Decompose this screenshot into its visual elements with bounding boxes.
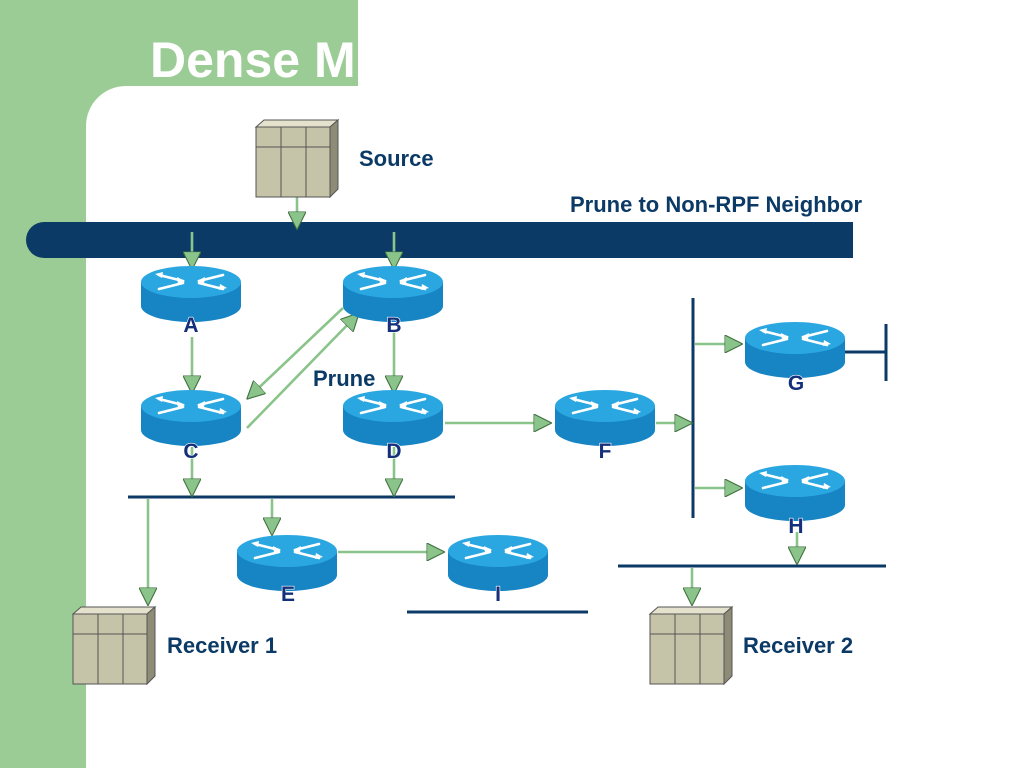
router-icon	[341, 388, 445, 448]
receiver2-server-icon	[649, 606, 733, 685]
router-icon	[553, 388, 657, 448]
router-label-b: B	[386, 314, 401, 337]
router-icon	[139, 388, 243, 448]
prune-note-label: Prune to Non-RPF Neighbor	[570, 192, 863, 217]
router-label-d: D	[386, 440, 401, 463]
router-label-f: F	[599, 440, 612, 463]
source-server-icon	[255, 119, 339, 198]
receiver1-label: Receiver 1	[167, 633, 277, 658]
router-label-g: G	[788, 372, 804, 395]
receiver1-server-icon	[72, 606, 156, 685]
router-label-a: A	[183, 314, 198, 337]
router-label-h: H	[788, 515, 803, 538]
source-label: Source	[359, 146, 434, 171]
receiver2-label: Receiver 2	[743, 633, 853, 658]
arrow-icon	[246, 314, 358, 429]
router-label-i: I	[495, 583, 501, 606]
network-segments	[128, 298, 888, 614]
flow-arrows	[148, 194, 797, 604]
router-label-c: C	[183, 440, 198, 463]
router-icon	[743, 320, 847, 380]
router-label-e: E	[281, 583, 295, 606]
prune-label: Prune	[313, 366, 375, 391]
arrow-icon	[248, 307, 344, 398]
router-icon	[743, 463, 847, 523]
main-bus	[26, 222, 853, 258]
slide-title: Dense M	[150, 32, 356, 88]
